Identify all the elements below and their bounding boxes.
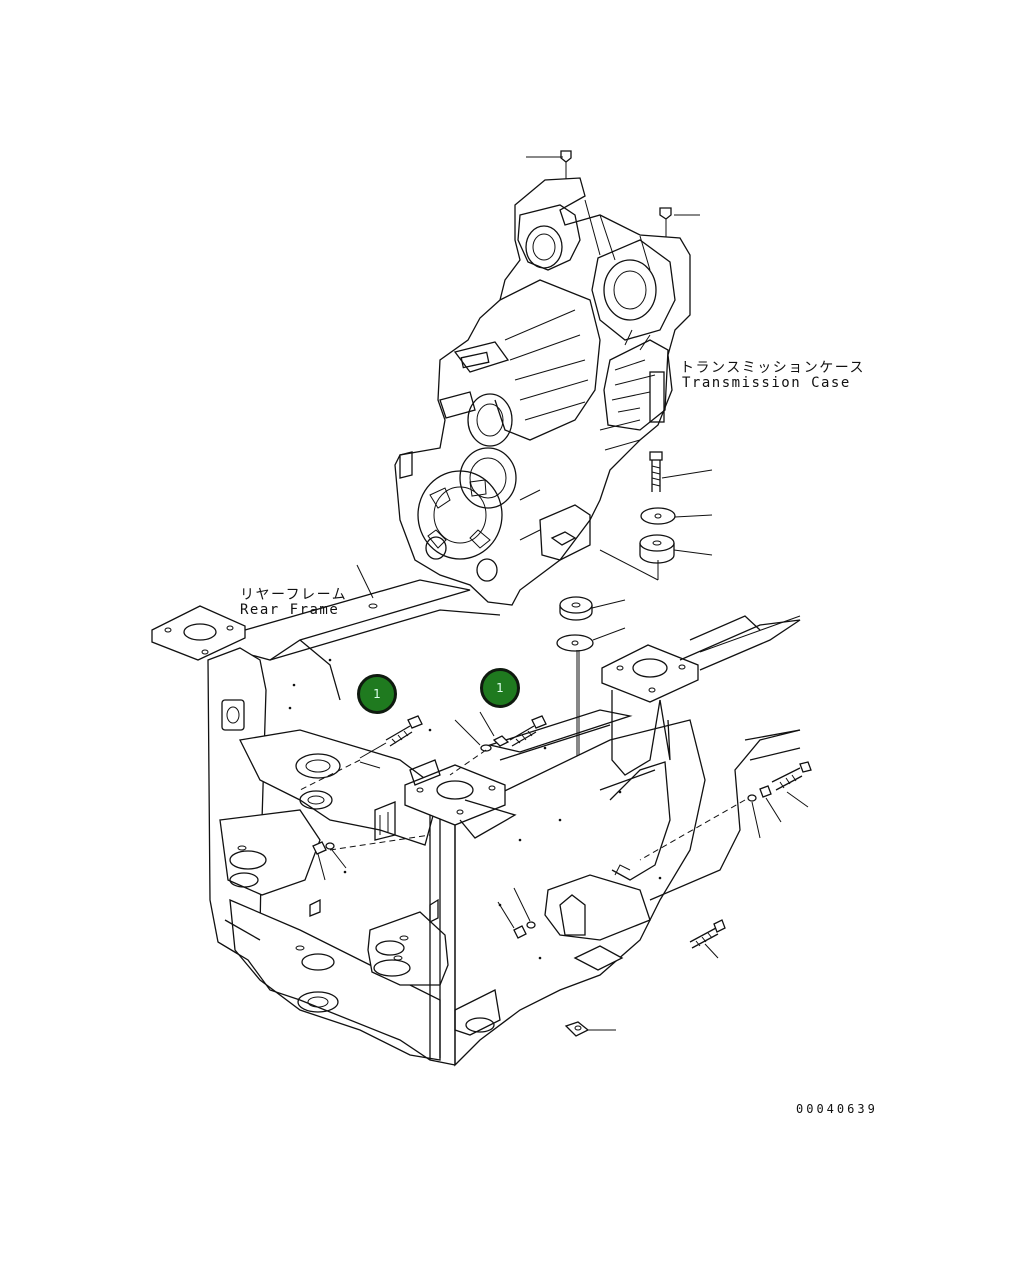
drawing-number: 00040639 xyxy=(796,1102,878,1116)
rear-frame-label-en: Rear Frame xyxy=(240,602,340,618)
rear-frame xyxy=(151,564,801,1067)
part-marker-1-left[interactable]: 1 xyxy=(357,674,397,714)
transmission-case-label-en: Transmission Case xyxy=(682,375,851,391)
mount-stack-upper xyxy=(599,451,713,581)
hardware xyxy=(299,711,812,959)
part-marker-1-right[interactable]: 1 xyxy=(480,668,520,708)
transmission-case xyxy=(394,150,700,606)
transmission-case-label-jp: トランスミッションケース xyxy=(680,360,866,376)
rear-frame-label-jp: リヤーフレーム xyxy=(240,587,348,603)
